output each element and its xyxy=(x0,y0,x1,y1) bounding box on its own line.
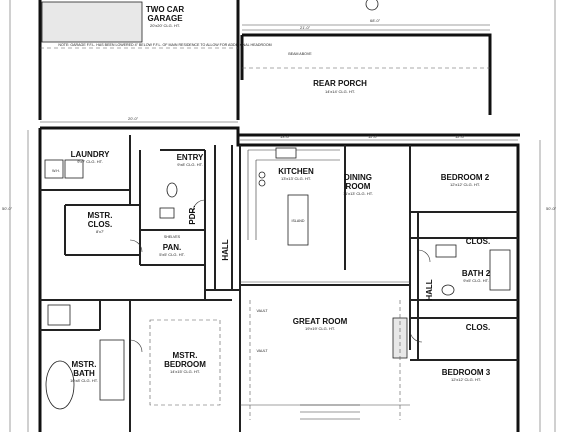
entry-dims: 9'x8' CLG. HT. xyxy=(177,162,203,167)
laundry-label: LAUNDRY xyxy=(71,150,110,159)
interior-walls xyxy=(40,135,518,432)
cooktop-burner-icon xyxy=(258,171,266,179)
kitchen-island-note: ISLAND xyxy=(292,219,305,223)
rear-porch-label: REAR PORCH xyxy=(313,79,367,88)
dim-bed2-width: 12'-0" xyxy=(455,134,466,139)
laundry-dims: 9'x7' CLG. HT. xyxy=(77,159,103,164)
mstr-clos-label-line2: CLOS. xyxy=(88,220,112,229)
water-heater-note: W.H. xyxy=(52,169,60,173)
pdr-sink-icon xyxy=(159,207,175,219)
garage-note: NOTE: GARAGE F.F.L. HAS BEEN LOWERED 4" … xyxy=(58,43,271,47)
exterior-walls xyxy=(38,0,520,432)
mstr-bath-dims: 10'x8' CLG. HT. xyxy=(70,378,98,383)
kitchen-sink-icon xyxy=(275,147,297,159)
mstr-shower-icon xyxy=(47,304,71,326)
dim-porch-width: 21'-0" xyxy=(300,25,311,30)
dining-label-line1: DINING xyxy=(344,173,372,182)
bedroom3-label: BEDROOM 3 xyxy=(442,368,491,377)
mstr-bath-label-line1: MSTR. xyxy=(72,360,97,369)
washer-icon xyxy=(44,159,64,179)
rear-porch-dims: 14'x14' CLG. HT. xyxy=(325,89,355,94)
bath2-dims: 9'x5' CLG. HT. xyxy=(463,278,489,283)
great-room-dims: 19'x19' CLG. HT. xyxy=(305,326,335,331)
pan-label: PAN. xyxy=(163,243,182,252)
room-labels: TWO CAR GARAGE 20'x20' CLG. HT. NOTE: GA… xyxy=(52,5,491,383)
dim-right-total: 50'-0" xyxy=(546,206,557,211)
mstr-bedroom-dims: 14'x15' CLG. HT. xyxy=(170,369,200,374)
mstr-vanity-icon xyxy=(99,339,125,401)
pan-dims: 5'x5' CLG. HT. xyxy=(159,252,185,257)
pan-shelves-note: SHELVES xyxy=(164,235,181,239)
dimension-lines xyxy=(9,0,556,432)
clos-b2-label: CLOS. xyxy=(466,237,490,246)
entry-label: ENTRY xyxy=(177,153,204,162)
bath2-toilet-icon xyxy=(441,284,455,296)
bath2-sink-icon xyxy=(435,244,457,258)
hall-label: HALL xyxy=(221,239,230,260)
garage-storage xyxy=(41,1,143,43)
kitchen-island xyxy=(287,194,309,246)
dim-dining-width: 11'-0" xyxy=(368,134,378,139)
dim-left-total: 50'-0" xyxy=(2,206,13,211)
mstr-clos-dims: 8'x7' xyxy=(96,229,104,234)
mstr-bedroom-tray-ceiling xyxy=(149,319,221,406)
dining-dims: 11'x13' CLG. HT. xyxy=(343,191,373,196)
garage-label-line1: TWO CAR xyxy=(146,5,184,14)
dim-kitchen-width: 13'-0" xyxy=(280,134,291,139)
dining-label-line2: ROOM xyxy=(346,182,371,191)
mstr-clos-label-line1: MSTR. xyxy=(88,211,113,220)
mstr-bath-label-line2: BATH xyxy=(73,369,95,378)
kitchen-label: KITCHEN xyxy=(278,167,314,176)
mstr-bedroom-label-line1: MSTR. xyxy=(173,351,198,360)
fixtures xyxy=(41,0,511,420)
bath2-tub-icon xyxy=(489,249,511,291)
cooktop-burner-icon xyxy=(258,179,266,187)
dim-top-total: 68'-0" xyxy=(370,18,381,23)
dim-garage-width: 20'-0" xyxy=(128,116,139,121)
garage-dims: 20'x20' CLG. HT. xyxy=(150,23,180,28)
clos-b3-label: CLOS. xyxy=(466,323,490,332)
dryer-icon xyxy=(64,159,84,179)
bath2-label: BATH 2 xyxy=(462,269,491,278)
kitchen-dims: 13'x13' CLG. HT. xyxy=(281,176,311,181)
mstr-bedroom-label-line2: BEDROOM xyxy=(164,360,206,369)
bedroom2-label: BEDROOM 2 xyxy=(441,173,490,182)
great-room-vault-note: VAULT xyxy=(256,309,268,313)
great-room-label: GREAT ROOM xyxy=(293,317,348,326)
hall2-label: HALL xyxy=(425,279,434,300)
bedroom2-dims: 12'x12' CLG. HT. xyxy=(450,182,480,187)
bedroom3-dims: 12'x12' CLG. HT. xyxy=(451,377,481,382)
porch-beam-note: BEAM ABOVE xyxy=(288,52,312,56)
mstr-tub-icon xyxy=(45,360,75,410)
great-room-vault-note-2: VAULT xyxy=(256,349,268,353)
pdr-label: PDR. xyxy=(188,205,197,224)
porch-column-icon xyxy=(365,0,379,11)
garage-label-line2: GARAGE xyxy=(147,14,183,23)
toilet-icon xyxy=(166,182,178,198)
